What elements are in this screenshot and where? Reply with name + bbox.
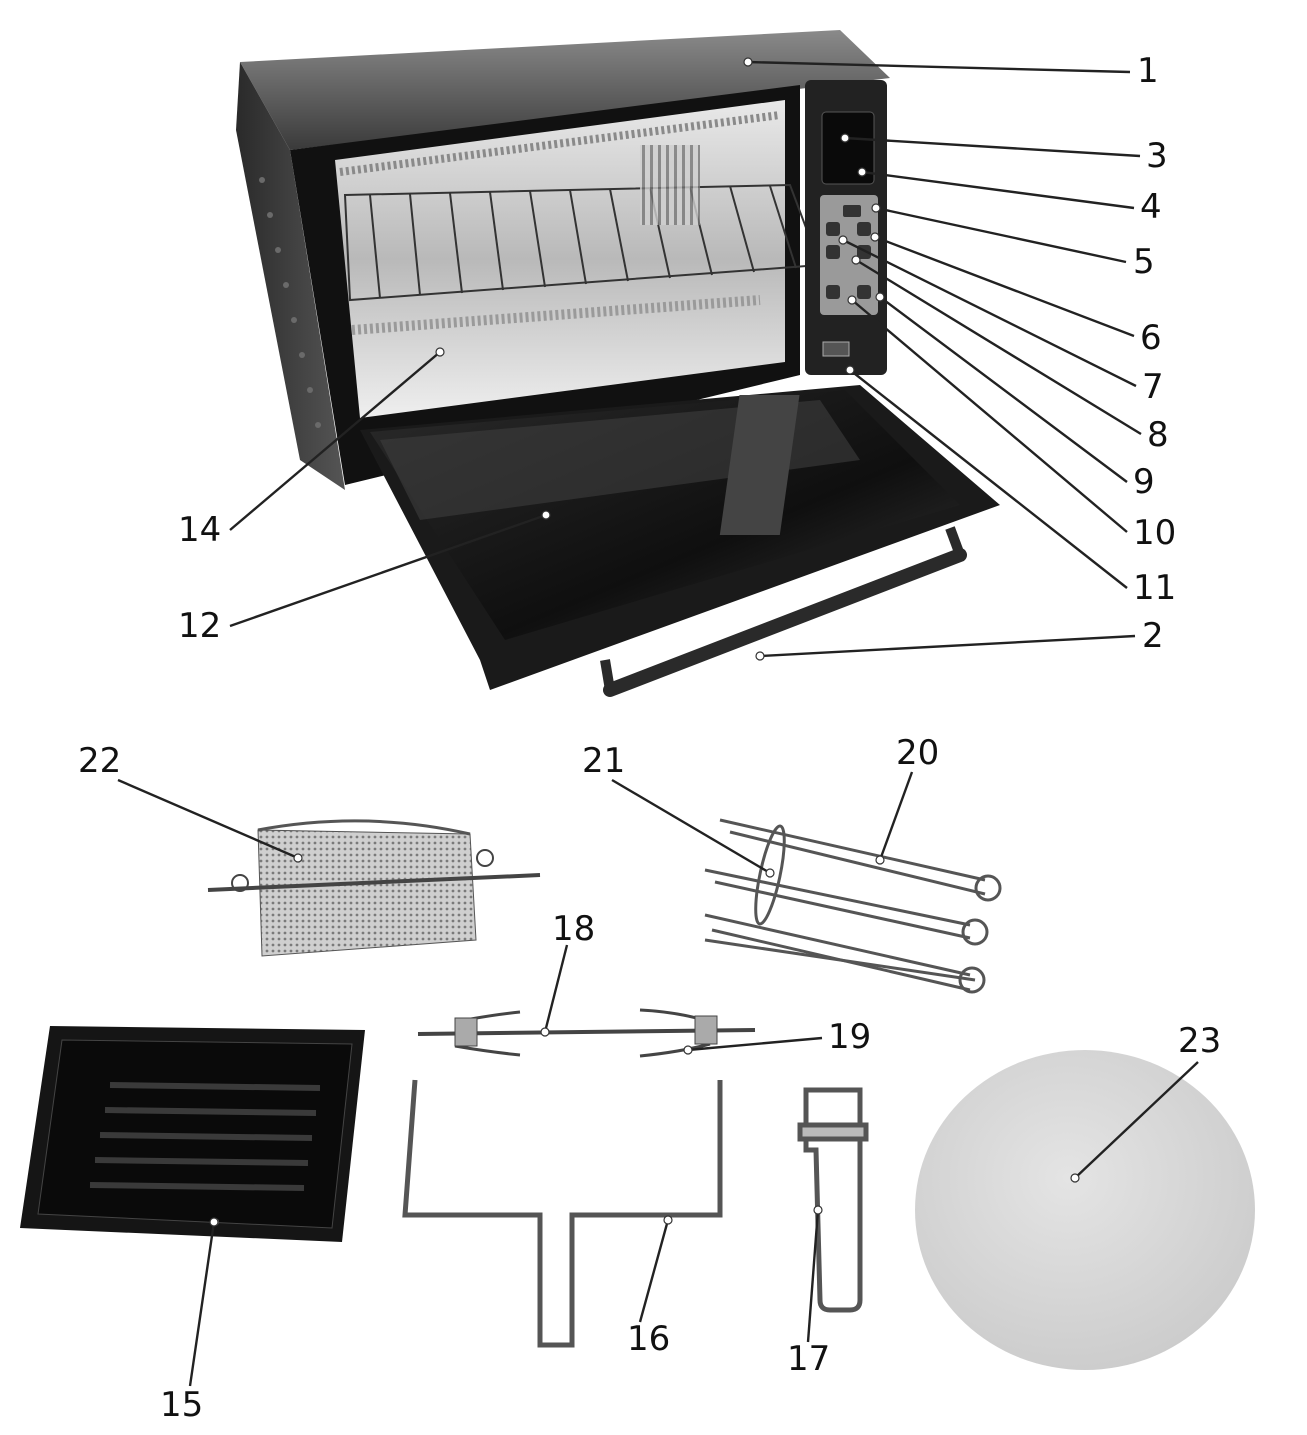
callout-18: 18 — [552, 909, 595, 949]
leader-dot-9 — [876, 293, 884, 301]
leader-dot-10 — [848, 296, 856, 304]
callout-5: 5 — [1133, 242, 1155, 282]
leader-dot-3 — [841, 134, 849, 142]
callout-10: 10 — [1133, 513, 1176, 553]
tray-handle — [405, 1080, 720, 1345]
callout-8: 8 — [1147, 415, 1169, 455]
leader-dot-19 — [684, 1046, 692, 1054]
leader-line-20 — [880, 772, 912, 860]
door-handle-left — [605, 660, 610, 690]
kebab-skewer-set — [705, 820, 1000, 992]
leader-dot-5 — [872, 204, 880, 212]
oven — [236, 30, 1000, 690]
leader-dot-12 — [542, 511, 550, 519]
callout-7: 7 — [1142, 367, 1164, 407]
spit-handle — [800, 1090, 866, 1310]
leader-dot-15 — [210, 1218, 218, 1226]
callout-14: 14 — [178, 510, 221, 550]
leader-line-5 — [876, 208, 1126, 262]
leader-line-3 — [845, 138, 1140, 156]
leader-line-18 — [545, 945, 567, 1032]
callout-9: 9 — [1133, 462, 1155, 502]
callout-21: 21 — [582, 741, 625, 781]
callout-12: 12 — [178, 606, 221, 646]
leader-dot-8 — [852, 256, 860, 264]
callout-6: 6 — [1140, 318, 1162, 358]
callout-4: 4 — [1140, 187, 1162, 227]
leader-dot-6 — [871, 233, 879, 241]
leader-dot-14 — [436, 348, 444, 356]
callout-17: 17 — [787, 1339, 830, 1379]
leader-dot-22 — [294, 854, 302, 862]
callout-3: 3 — [1146, 136, 1168, 176]
leader-line-4 — [862, 172, 1134, 208]
callout-23: 23 — [1178, 1021, 1221, 1061]
fan-grill — [640, 145, 700, 225]
leader-line-15 — [190, 1222, 214, 1386]
leader-dot-2 — [756, 652, 764, 660]
leader-dot-17 — [814, 1206, 822, 1214]
callout-16: 16 — [627, 1319, 670, 1359]
leader-dot-16 — [664, 1216, 672, 1224]
leader-dot-21 — [766, 869, 774, 877]
baking-tray — [20, 1026, 365, 1242]
callout-19: 19 — [828, 1017, 871, 1057]
leader-dot-18 — [541, 1028, 549, 1036]
leader-dot-11 — [846, 366, 854, 374]
leader-line-17 — [808, 1210, 818, 1342]
callout-22: 22 — [78, 741, 121, 781]
leader-dot-20 — [876, 856, 884, 864]
pizza-stone — [915, 1050, 1255, 1370]
callout-11: 11 — [1133, 568, 1176, 608]
leader-line-16 — [640, 1220, 668, 1322]
leader-line-22 — [118, 780, 298, 858]
leader-dot-7 — [839, 236, 847, 244]
leader-dot-4 — [858, 168, 866, 176]
leader-dot-1 — [744, 58, 752, 66]
brand-badge-icon — [823, 342, 849, 356]
callout-20: 20 — [896, 733, 939, 773]
leader-dot-23 — [1071, 1174, 1079, 1182]
callout-2: 2 — [1142, 616, 1164, 656]
callout-15: 15 — [160, 1385, 203, 1425]
callout-1: 1 — [1137, 51, 1159, 91]
leader-line-2 — [760, 636, 1135, 656]
